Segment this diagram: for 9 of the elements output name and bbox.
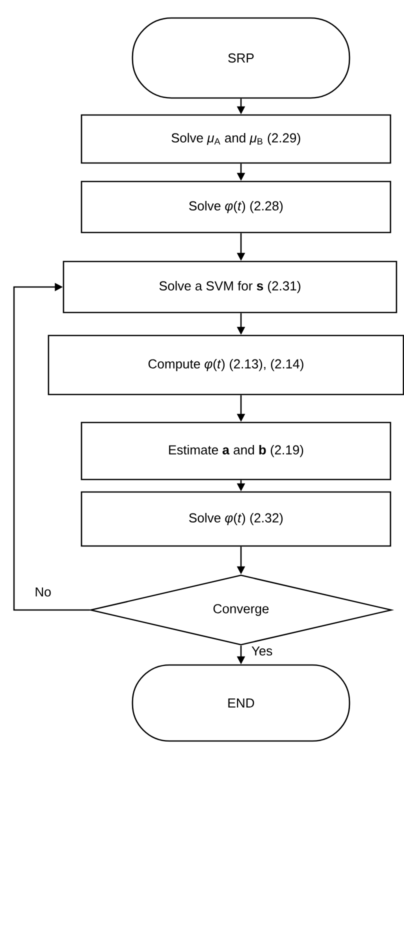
edge-label: Yes bbox=[250, 645, 274, 657]
edge-label: No bbox=[34, 586, 52, 598]
process-box: Estimate a and b (2.19) bbox=[80, 422, 392, 480]
process-box: Solve φ(t) (2.32) bbox=[80, 491, 392, 547]
process-box: Solve φ(t) (2.28) bbox=[80, 180, 392, 234]
process-box: Solve a SVM for s (2.31) bbox=[62, 260, 398, 314]
process-box: Compute φ(t) (2.13), (2.14) bbox=[48, 334, 404, 396]
process-box: Solve μ$_{A}$ and μ$_{B}$ (2.29) bbox=[80, 114, 392, 164]
arrow bbox=[13, 282, 90, 611]
